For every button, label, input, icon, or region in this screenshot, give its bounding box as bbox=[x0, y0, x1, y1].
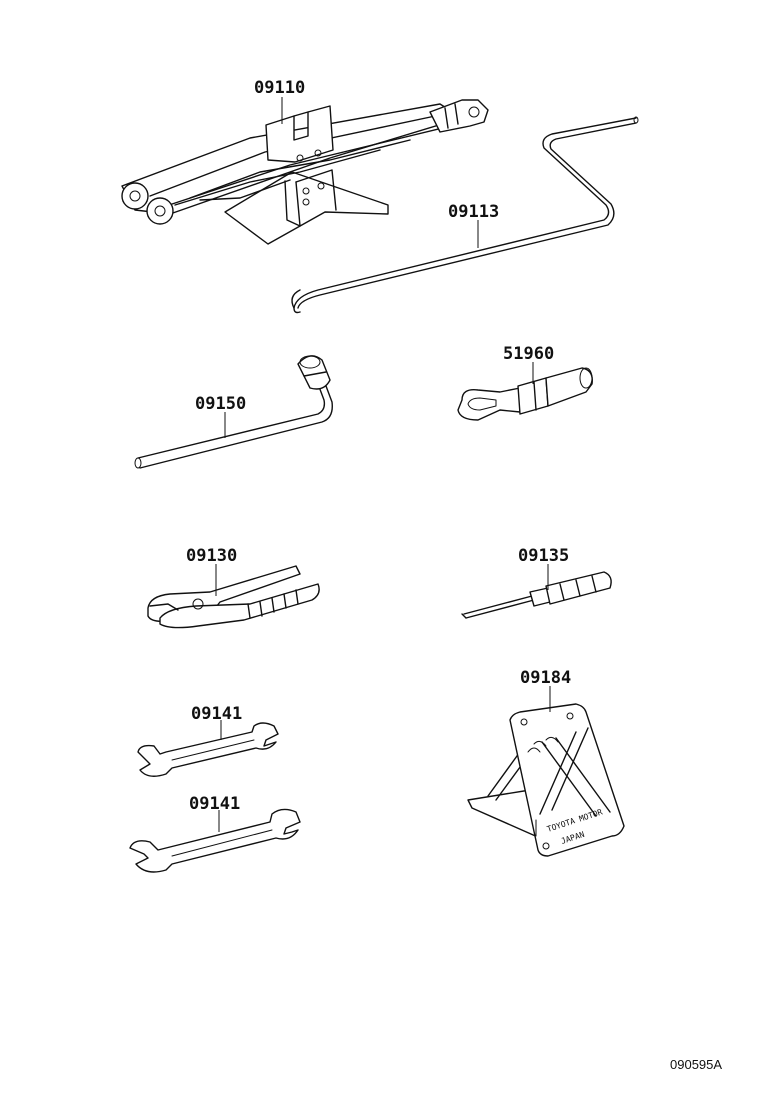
jack-handle-illustration bbox=[291, 116, 639, 314]
pliers-illustration bbox=[147, 565, 320, 629]
wrench-2-illustration bbox=[129, 808, 301, 873]
wrench-1-illustration bbox=[137, 722, 279, 777]
wrench-2-part-number: 09141 bbox=[189, 794, 240, 814]
jack-handle-part-number: 09113 bbox=[448, 202, 499, 222]
wheel-chock-illustration: TOYOTA MOTOR JAPAN bbox=[467, 703, 625, 857]
wrench-1-part-number: 09141 bbox=[191, 704, 242, 724]
wheel-nut-wrench-illustration bbox=[134, 355, 333, 469]
pliers-part-number: 09130 bbox=[186, 546, 237, 566]
jack-illustration bbox=[121, 99, 489, 245]
towing-eye-part-number: 51960 bbox=[503, 344, 554, 364]
jack-part-number: 09110 bbox=[254, 78, 305, 98]
screwdriver-part-number: 09135 bbox=[518, 546, 569, 566]
diagram-reference-code: 090595A bbox=[670, 1057, 722, 1072]
towing-eye-illustration bbox=[457, 367, 593, 421]
wheel-nut-wrench-part-number: 09150 bbox=[195, 394, 246, 414]
wheel-chock-part-number: 09184 bbox=[520, 668, 571, 688]
screwdriver-illustration bbox=[461, 571, 612, 619]
